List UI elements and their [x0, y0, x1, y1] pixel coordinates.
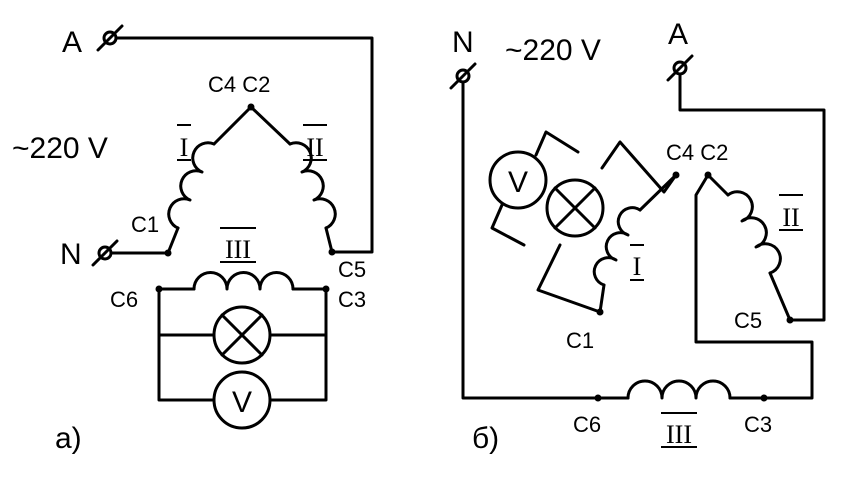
node-c3-label: C3 [338, 287, 366, 312]
diagram-b: V N A ~220 V C4 C2 C1 C5 C6 C3 I II III … [449, 18, 826, 455]
node-c1-label: C1 [131, 212, 159, 237]
junction-dot [594, 394, 602, 402]
voltmeter-a: V [212, 370, 272, 430]
diagram-a: V A N ~220 V C4 C2 C1 C5 C6 C3 I II III … [12, 24, 374, 455]
junction-dot [672, 171, 680, 179]
caption-a: а) [55, 422, 82, 455]
voltmeter-a-label: V [232, 386, 252, 419]
lamp-b-symbol [545, 178, 605, 238]
junction-dot [760, 394, 768, 402]
junction-dot [328, 248, 336, 256]
junction-dot [155, 285, 163, 293]
caption-b: б) [472, 422, 499, 455]
winding-1-coil [166, 105, 253, 255]
winding-2-coil [249, 105, 337, 254]
voltmeter-b: V [488, 150, 548, 210]
winding-3-label: III [225, 235, 251, 264]
winding-2-b-label: II [782, 203, 799, 232]
winding-2-label: II [306, 133, 323, 162]
node-c5-label: C5 [338, 257, 366, 282]
winding-2-b-coil [706, 173, 792, 322]
node-c6-b-label: C6 [573, 412, 601, 437]
junction-dot [164, 249, 172, 257]
node-c6-label: C6 [110, 287, 138, 312]
winding-3-coil [157, 271, 328, 292]
node-c3-b-label: C3 [744, 412, 772, 437]
junction-dot [596, 308, 604, 316]
terminal-n-b-label: N [452, 26, 474, 59]
voltage-label: ~220 V [12, 132, 108, 165]
node-c4-c2-b-label: C4 C2 [666, 140, 728, 165]
node-c5-b-label: C5 [734, 308, 762, 333]
node-c4-c2-label: C4 C2 [208, 72, 270, 97]
junction-dot [322, 285, 330, 293]
junction-dot [247, 103, 255, 111]
terminal-a-label: A [62, 26, 82, 59]
terminal-n-label: N [60, 238, 82, 271]
winding-3-b-label: III [666, 420, 692, 449]
winding-3-b-coil [626, 173, 814, 400]
junction-dot [786, 316, 794, 324]
node-c1-b-label: C1 [566, 328, 594, 353]
wire-a-line [114, 36, 374, 254]
terminal-a-b-label: A [668, 18, 688, 51]
lamp-symbol [212, 305, 272, 365]
winding-1-label: I [180, 133, 189, 162]
voltage-b-label: ~220 V [505, 34, 601, 67]
junction-dot [704, 171, 712, 179]
wire-n-b-line [461, 80, 630, 400]
voltmeter-b-label: V [508, 166, 528, 199]
wire-a-b-line [678, 72, 826, 322]
winding-1-b-coil [592, 173, 678, 314]
winding-1-b-label: I [633, 252, 642, 281]
